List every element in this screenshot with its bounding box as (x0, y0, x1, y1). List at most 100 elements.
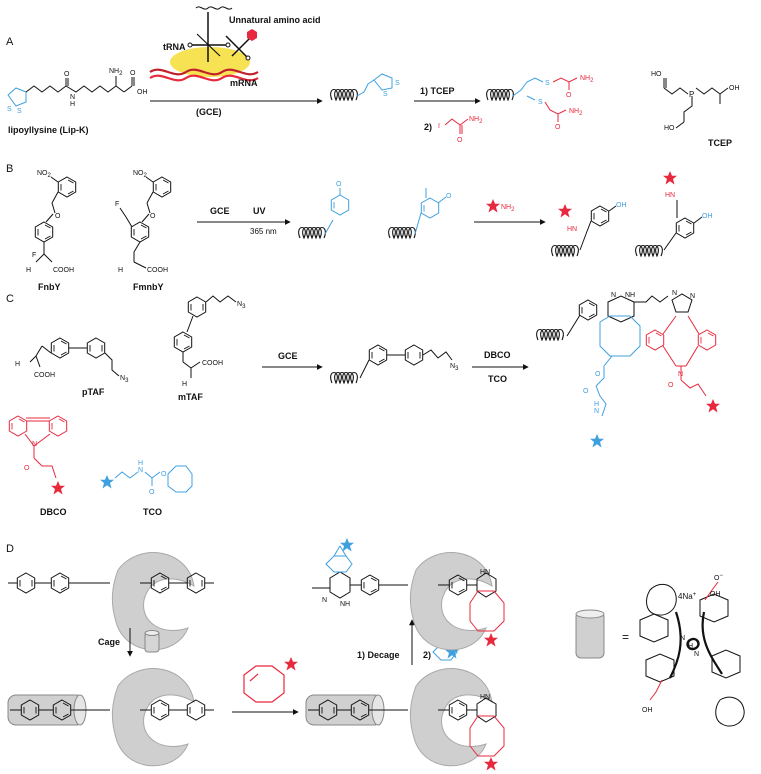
ph-tl-1 (50, 572, 70, 594)
amide-n: N (70, 94, 75, 101)
ptaf-tetrazine (86, 337, 106, 359)
ptaf-h2n: H (15, 361, 20, 368)
mtaf-tetrazine (187, 296, 207, 318)
acid-o: O (130, 70, 136, 77)
fmnby-cooh: COOH (147, 267, 168, 274)
adduct-ring-1 (590, 205, 610, 227)
qm-bonds-1 (324, 188, 341, 235)
tco-blue-star (590, 434, 604, 448)
amine-star (486, 199, 500, 213)
equals-sign: = (622, 630, 629, 644)
dbco-adduct-ring-1 (645, 329, 665, 351)
fnby-bonds (35, 176, 59, 263)
protein-mtaf-n3: N3 (450, 363, 459, 372)
ptaf-cooh: COOH (34, 372, 55, 379)
counterion-label: 4Na+ (678, 592, 697, 601)
protein-helix-2 (486, 88, 514, 101)
product-o-1: O (595, 371, 601, 378)
tr-red-star (484, 633, 498, 647)
fnby-no2: NO2 (37, 170, 52, 179)
adduct-hn-2: HN (665, 192, 675, 199)
mtaf-bonds (182, 295, 237, 378)
amide-h: H (70, 101, 75, 108)
br-star (484, 757, 498, 771)
adduct-ring-2 (675, 217, 695, 239)
fnby-f: F (32, 252, 36, 259)
tr-links (312, 571, 497, 599)
decage-label: 1) Decage (357, 650, 400, 660)
tco-bonds (114, 465, 193, 493)
alkylated-arms (544, 77, 578, 122)
product-helix (536, 328, 564, 341)
alpha-nh2: NH2 (109, 68, 123, 77)
product-nh2-1: NH2 (580, 75, 594, 84)
tco-d-reagent (243, 665, 285, 703)
trna-label: tRNA (163, 42, 186, 52)
fmnby-nitrobenzyl-ring (152, 176, 172, 198)
fmnby-bonds (119, 176, 154, 269)
tcep-structure (663, 78, 729, 129)
cage-oh-top: OH (710, 591, 721, 598)
ring-s-2: S (395, 80, 400, 87)
dbco-label: DBCO (40, 507, 67, 517)
panel-d: D Cage (6, 538, 745, 771)
dbco-bonds (24, 417, 57, 479)
lip-k-label: lipoyllysine (Lip-K) (8, 125, 89, 135)
panel-b: B NO2 O F H COOH FnbY NO2 O F H COOH Fmn… (6, 163, 713, 292)
tcep-oh-1: OH (729, 85, 740, 92)
fnby-phenol-ring (34, 221, 54, 243)
tco-h: H (138, 460, 143, 467)
protein-mtaf-bonds (359, 349, 453, 379)
dbco-ring-2 (48, 415, 68, 437)
dbco-adduct-n: N (678, 371, 683, 378)
fnby-o: O (55, 213, 61, 220)
carbonyl-o: O (64, 71, 70, 78)
dbco-step-label: DBCO (484, 350, 511, 360)
qm-bonds-2 (414, 188, 447, 235)
ring-s-1: S (383, 91, 388, 98)
product-s-1: S (545, 80, 550, 87)
br-tco-adduct (469, 715, 505, 757)
qm-ring-1 (330, 194, 350, 216)
product-nh: NH (625, 292, 635, 299)
cage-carboxylates (649, 581, 719, 701)
panel-letter-a: A (6, 36, 14, 48)
dbco-ring-1 (8, 415, 28, 437)
mtaf-cooh: COOH (202, 360, 223, 367)
wavelength-label: 365 nm (250, 227, 277, 236)
product-benzene (578, 299, 598, 321)
triazole-n1: N (672, 290, 677, 297)
ph-bl-2 (150, 699, 170, 721)
cage-n-1: N (680, 635, 685, 642)
mtaf-n3: N3 (237, 301, 246, 310)
fmnby-o: O (150, 213, 156, 220)
tco-step-label: TCO (488, 374, 507, 384)
ptaf-n3: N3 (120, 375, 129, 384)
br-links (308, 697, 497, 723)
qm-helix-1 (298, 226, 326, 239)
product-core (566, 295, 669, 337)
tr-nh: NH (340, 601, 350, 608)
tz-tl-2 (186, 572, 206, 594)
cage-legend-icon (575, 609, 605, 659)
tco-adduct-ring (595, 315, 641, 417)
decage-step2-label: 2) (423, 650, 431, 660)
iodo-o: O (457, 137, 463, 144)
product-o-2: O (583, 388, 589, 395)
step1-label: 1) TCEP (420, 86, 455, 96)
product-nh2-2: NH2 (569, 108, 583, 117)
tcep-p: P (689, 90, 694, 99)
sulfur-label-1: S (7, 106, 12, 113)
opened-lipoyl (512, 77, 544, 101)
iodo-i: I (438, 123, 440, 130)
mrna-label: mRNA (230, 78, 258, 88)
fmnby-f: F (115, 201, 119, 208)
fnby-nitrobenzyl-ring (57, 176, 77, 198)
tco-o-1: O (149, 489, 155, 496)
fmnby-label: FmnbY (133, 282, 164, 292)
tco-o-2: O (161, 471, 167, 478)
adduct-bonds-2 (663, 200, 703, 251)
protein-mtaf-tetrazine (404, 344, 424, 366)
gce-b-label: GCE (210, 206, 230, 216)
translation-machinery (149, 6, 259, 82)
